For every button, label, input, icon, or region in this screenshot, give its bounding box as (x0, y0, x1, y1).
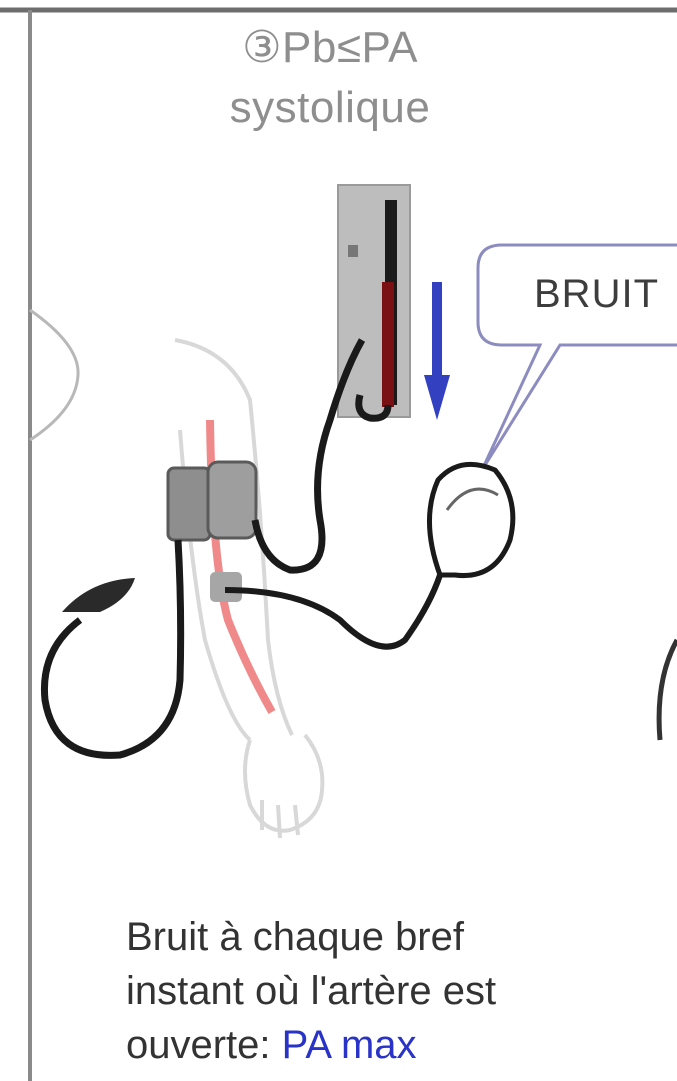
caption-highlight: PA max (281, 1023, 417, 1067)
caption-line-2: instant où l'artère est (126, 969, 497, 1013)
inflation-bulb-icon (62, 578, 135, 612)
title-line-1: ③Pb≤PA (242, 23, 418, 72)
down-arrow-icon (424, 282, 450, 420)
cuff-icon (166, 460, 258, 602)
manometer-tube (251, 338, 366, 574)
caption-line-3-prefix: ouverte: (126, 1023, 282, 1067)
panel-title: ③Pb≤PA systolique (180, 18, 480, 138)
bulb-tube (40, 539, 185, 759)
right-circle-fragment (656, 638, 677, 741)
speech-bubble-icon (476, 243, 677, 471)
arm-icon (174, 338, 325, 839)
caption-line-1: Bruit à chaque bref (126, 915, 464, 959)
stethoscope-icon (224, 461, 516, 650)
manometer-icon (337, 184, 411, 422)
bubble-label: BRUIT (534, 272, 659, 316)
title-line-2: systolique (229, 83, 431, 132)
left-circle-fragment (29, 308, 80, 442)
caption: Bruit à chaque bref instant où l'artère … (126, 910, 666, 1072)
caption-line-3: ouverte: PA max (126, 1018, 666, 1072)
